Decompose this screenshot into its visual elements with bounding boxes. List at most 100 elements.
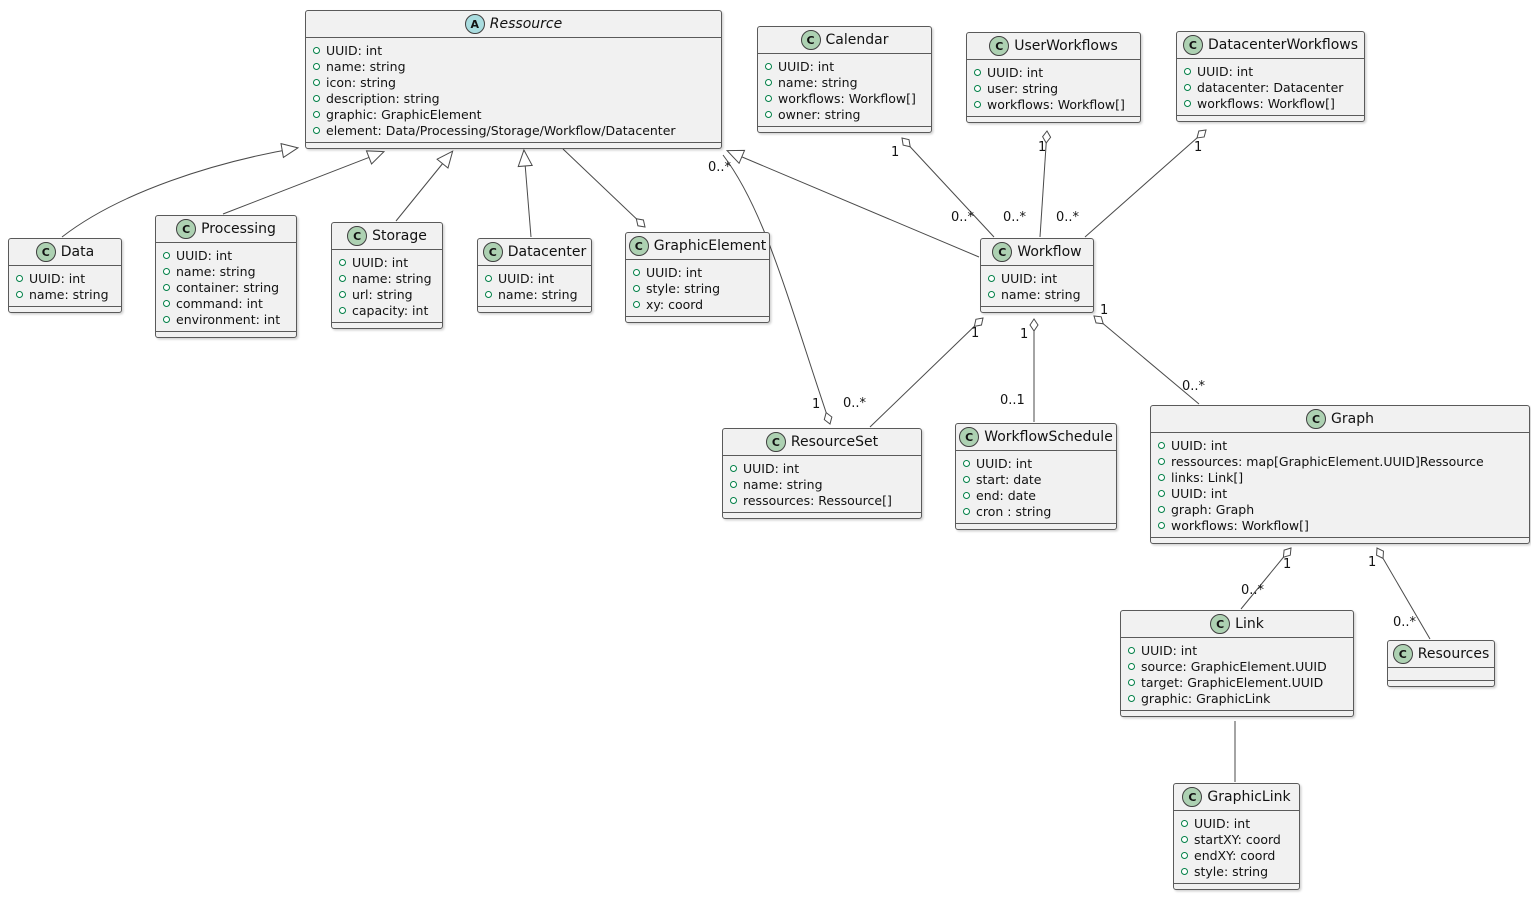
attribute-row: start: date xyxy=(956,471,1116,487)
visibility-icon xyxy=(1181,835,1188,843)
attribute-row: ressources: Ressource[] xyxy=(723,492,921,508)
multiplicity-label: 1 xyxy=(1283,557,1292,572)
class-icon: C xyxy=(1182,35,1203,55)
attribute-row: workflows: Workflow[] xyxy=(1151,517,1529,533)
class-name: DatacenterWorkflows xyxy=(1207,37,1359,53)
attribute-row: name: string xyxy=(332,270,442,286)
attribute-text: ressources: map[GraphicElement.UUID]Ress… xyxy=(1171,453,1484,469)
visibility-icon xyxy=(730,496,737,504)
multiplicity-label: 1 xyxy=(971,326,980,341)
attribute-row: UUID: int xyxy=(306,42,721,58)
visibility-icon xyxy=(1158,457,1165,465)
attributes-compartment xyxy=(1388,668,1494,680)
attribute-text: workflows: Workflow[] xyxy=(987,96,1125,112)
visibility-icon xyxy=(974,100,981,108)
class-name: ResourceSet xyxy=(790,434,879,450)
attribute-text: name: string xyxy=(498,286,578,302)
visibility-icon xyxy=(765,94,772,102)
attribute-text: capacity: int xyxy=(352,302,429,318)
class-icon: C xyxy=(800,30,821,50)
visibility-icon xyxy=(633,300,640,308)
visibility-icon xyxy=(16,274,23,282)
multiplicity-label: 0..* xyxy=(1003,210,1027,225)
class-name: Processing xyxy=(201,221,276,237)
class-name: WorkflowSchedule xyxy=(984,429,1113,445)
methods-compartment xyxy=(723,512,921,518)
visibility-icon xyxy=(313,78,320,86)
multiplicity-label: 1 xyxy=(1020,327,1029,342)
attribute-text: UUID: int xyxy=(1171,485,1228,501)
visibility-icon xyxy=(1184,83,1191,91)
attribute-row: name: string xyxy=(981,286,1093,302)
edge-workflow-ressource xyxy=(725,149,980,258)
edge-workflow-calendar xyxy=(901,137,995,238)
multiplicity-label: 0..* xyxy=(708,160,732,175)
class-name: Calendar xyxy=(825,32,889,48)
attribute-row: style: string xyxy=(1174,863,1299,879)
attribute-text: owner: string xyxy=(778,106,861,122)
attribute-row: UUID: int xyxy=(981,270,1093,286)
attribute-text: UUID: int xyxy=(29,270,86,286)
attribute-row: UUID: int xyxy=(9,270,121,286)
visibility-icon xyxy=(313,110,320,118)
edge-graph-workflow xyxy=(1093,315,1200,405)
visibility-icon xyxy=(1181,867,1188,875)
attribute-text: description: string xyxy=(326,90,440,106)
attribute-text: end: date xyxy=(976,487,1036,503)
multiplicity-label: 1 xyxy=(1368,555,1377,570)
methods-compartment xyxy=(478,306,591,312)
attribute-row: source: GraphicElement.UUID xyxy=(1121,658,1353,674)
attribute-row: links: Link[] xyxy=(1151,469,1529,485)
attribute-text: workflows: Workflow[] xyxy=(1171,517,1309,533)
edge-link-graph xyxy=(1240,547,1292,610)
attribute-text: workflows: Workflow[] xyxy=(778,90,916,106)
visibility-icon xyxy=(1158,505,1165,513)
class-icon: C xyxy=(989,36,1010,56)
attributes-compartment: UUID: int ressources: map[GraphicElement.… xyxy=(1151,433,1529,537)
visibility-icon xyxy=(765,62,772,70)
attribute-text: UUID: int xyxy=(1194,815,1251,831)
attribute-text: startXY: coord xyxy=(1194,831,1281,847)
attribute-text: graph: Graph xyxy=(1171,501,1255,517)
multiplicity-label: 1 xyxy=(891,145,900,160)
class-icon: C xyxy=(176,219,197,239)
multiplicity-label: 0..* xyxy=(843,396,867,411)
class-icon: C xyxy=(347,226,368,246)
multiplicity-label: 1 xyxy=(1100,303,1109,318)
visibility-icon xyxy=(1128,678,1135,686)
attribute-text: style: string xyxy=(646,280,721,296)
visibility-icon xyxy=(485,274,492,282)
attribute-row: container: string xyxy=(156,279,296,295)
visibility-icon xyxy=(163,299,170,307)
attribute-row: endXY: coord xyxy=(1174,847,1299,863)
edge-resourceset-workflow xyxy=(869,317,984,428)
methods-compartment xyxy=(9,306,121,312)
class-name: Datacenter xyxy=(507,244,587,260)
multiplicity-label: 0..* xyxy=(951,210,975,225)
abstract-class-icon: A xyxy=(464,14,485,34)
attribute-row: name: string xyxy=(156,263,296,279)
edge-data-ressource xyxy=(61,142,300,238)
edge-resources-graph xyxy=(1376,547,1431,640)
attribute-text: UUID: int xyxy=(176,247,233,263)
attribute-row: UUID: int xyxy=(1151,485,1529,501)
attribute-row: UUID: int xyxy=(478,270,591,286)
attribute-text: UUID: int xyxy=(743,460,800,476)
class-icon: C xyxy=(1210,614,1231,634)
attribute-text: cron : string xyxy=(976,503,1052,519)
